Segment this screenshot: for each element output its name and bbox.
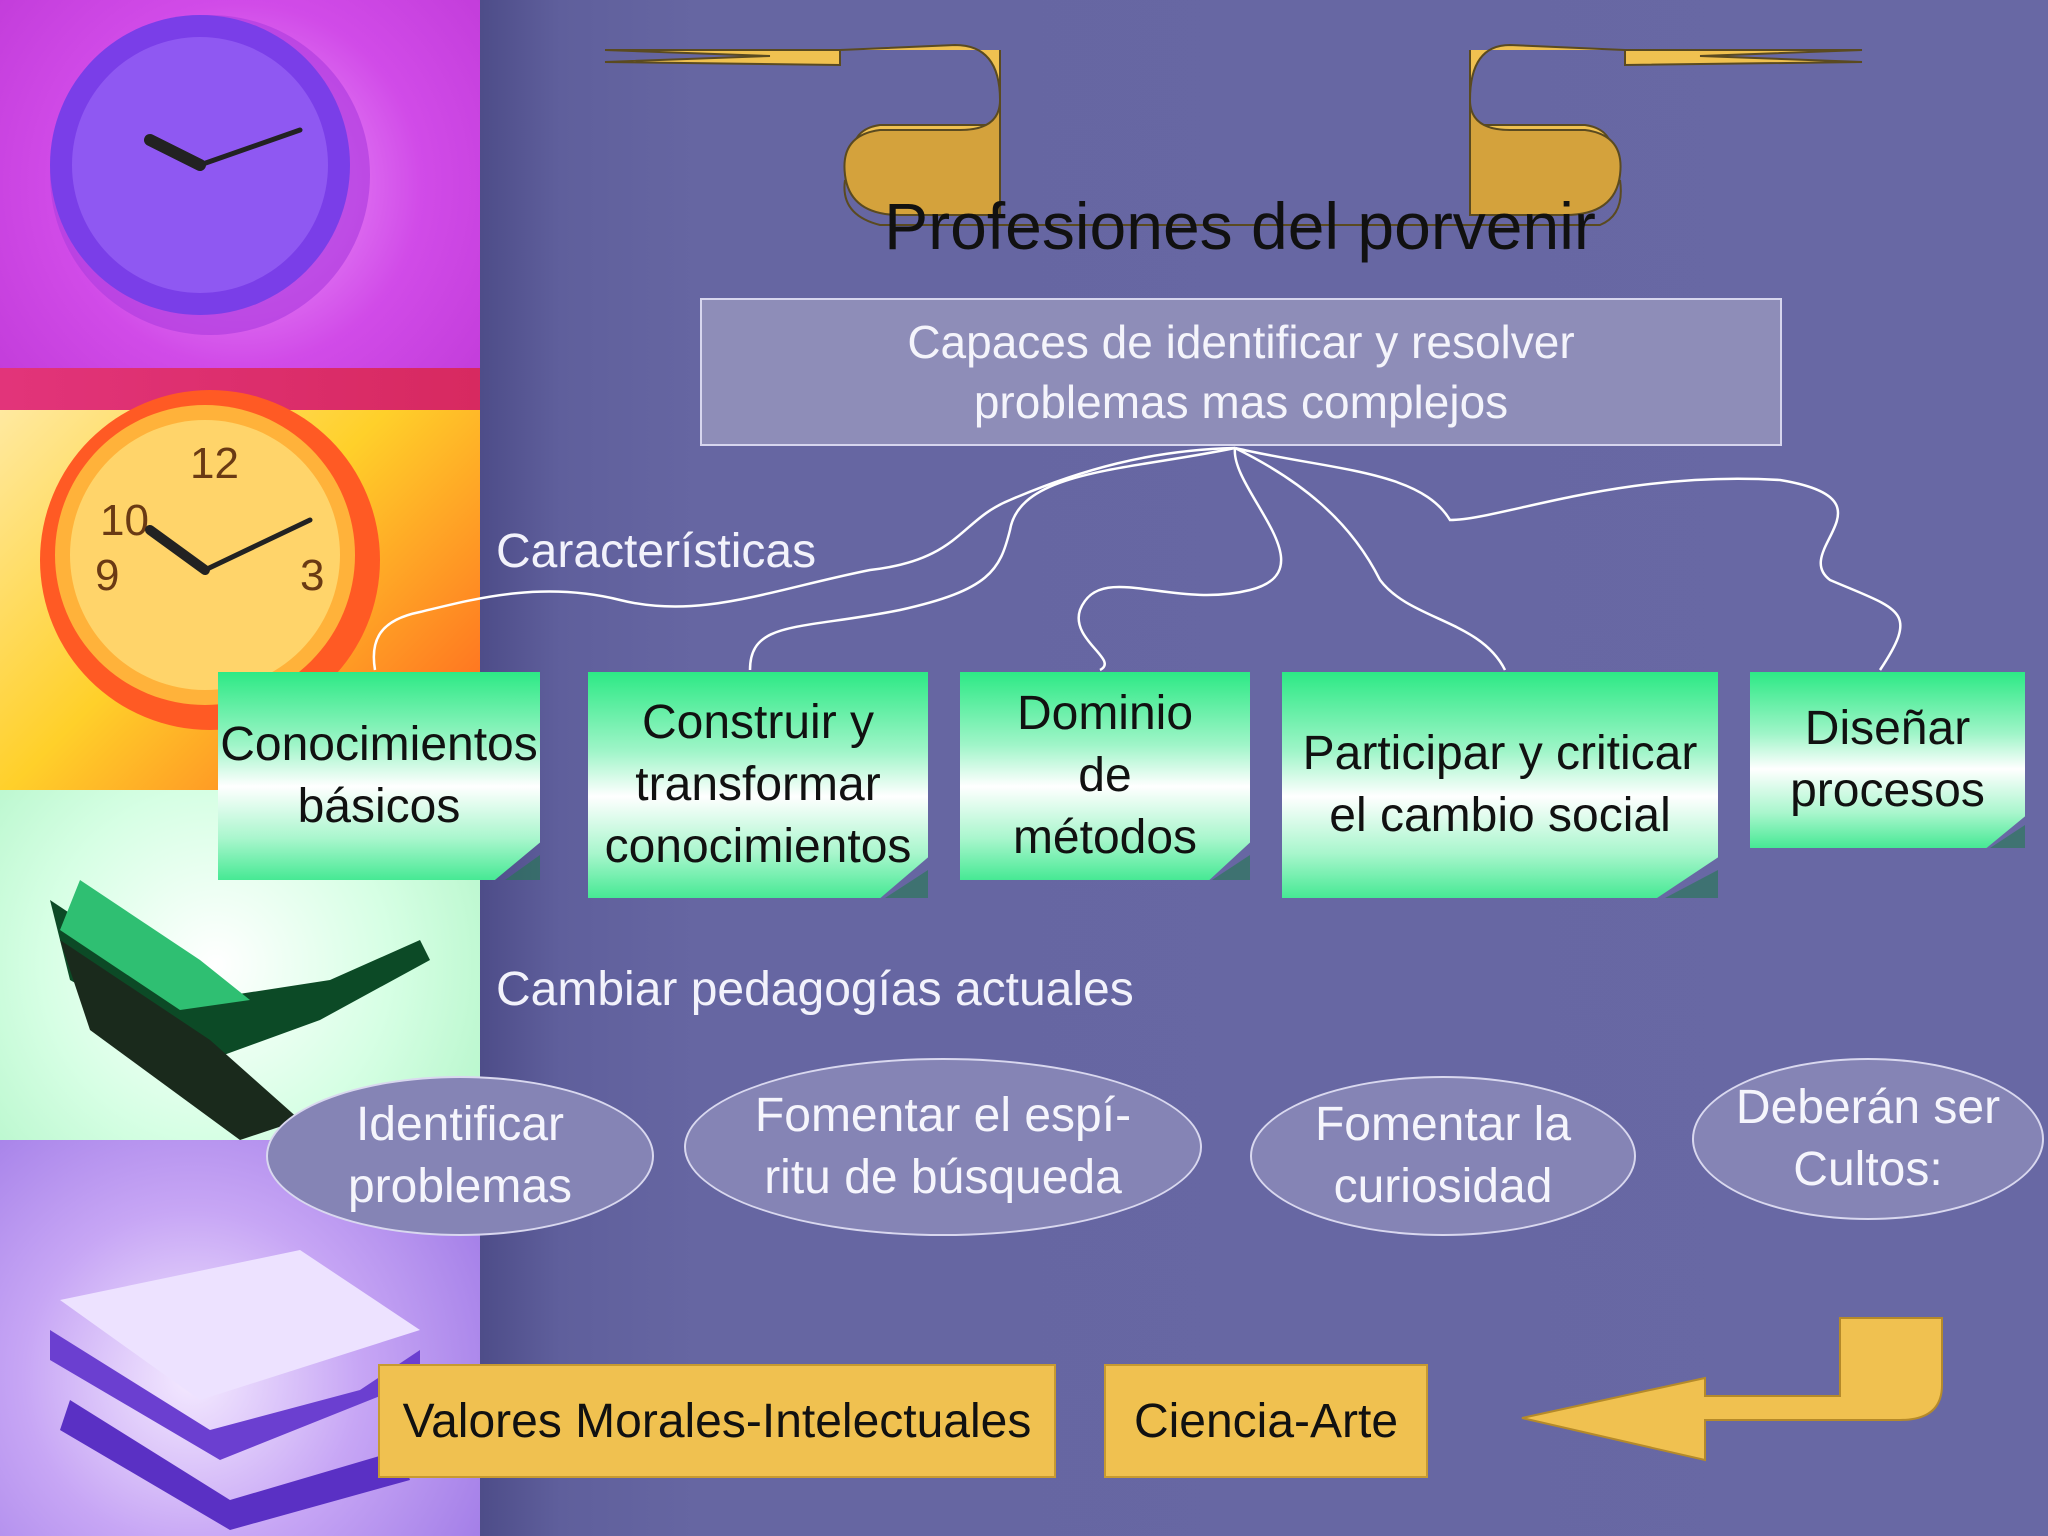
connector-dominio <box>1077 447 1283 672</box>
page-title: Profesiones del porvenir <box>884 189 1596 263</box>
oval-text: Cultos: <box>1793 1143 1943 1196</box>
oval-deberan-ser-cultos: Deberán ser Cultos: <box>1692 1058 2044 1220</box>
label-cambiar-pedagogias: Cambiar pedagogías actuales <box>496 963 1134 1016</box>
note-text: transformar <box>635 758 881 811</box>
photo-illustrations: 12 10 9 3 <box>40 15 430 1530</box>
note-fold-shadows <box>505 825 2025 898</box>
oval-identificar-problemas: Identificar problemas <box>266 1076 654 1236</box>
connector-participar <box>1234 446 1507 671</box>
box-valores-morales: Valores Morales-Intelectuales <box>378 1364 1056 1478</box>
svg-text:3: 3 <box>300 551 324 600</box>
orange-clock-icon: 12 10 9 3 <box>40 390 380 730</box>
svg-text:9: 9 <box>95 551 119 600</box>
note-disenar-procesos: Diseñar procesos <box>1750 672 2025 848</box>
oval-text: Fomentar el espí- <box>754 1089 1132 1142</box>
oval-text: ritu de búsqueda <box>764 1151 1122 1204</box>
main-concept-box: Capaces de identificar y resolver proble… <box>700 298 1782 446</box>
oval-text: Fomentar la <box>1314 1098 1572 1151</box>
note-construir-transformar: Construir y transformar conocimientos <box>588 672 928 898</box>
note-text: de <box>1078 749 1132 802</box>
oval-fomentar-curiosidad: Fomentar la curiosidad <box>1250 1076 1636 1236</box>
green-books-icon <box>50 880 430 1140</box>
note-text: Dominio <box>1016 687 1194 740</box>
note-conocimientos-basicos: Conocimientos básicos <box>218 672 540 880</box>
connector-lines <box>372 446 1902 672</box>
violet-papers-icon <box>50 1250 420 1530</box>
note-text: procesos <box>1790 764 1985 817</box>
note-text: Construir y <box>641 696 875 749</box>
main-concept-line-1: Capaces de identificar y resolver <box>907 316 1575 368</box>
note-text: el cambio social <box>1329 789 1671 842</box>
note-text: Diseñar <box>1804 702 1971 755</box>
svg-text:10: 10 <box>100 496 149 545</box>
svg-text:12: 12 <box>190 439 239 488</box>
curved-arrow-icon <box>1521 1317 1943 1462</box>
box-ciencia-arte: Ciencia-Arte <box>1104 1364 1428 1478</box>
note-text: básicos <box>297 780 461 833</box>
note-text: Conocimientos <box>220 718 538 771</box>
title-banner-scroll <box>604 43 1863 226</box>
connector-disenar <box>1234 446 1902 671</box>
oval-text: curiosidad <box>1333 1160 1553 1213</box>
oval-text: problemas <box>347 1160 573 1213</box>
note-text: Participar y criticar <box>1302 727 1698 780</box>
connector-construir <box>748 446 1236 671</box>
note-dominio-metodos: Dominio de métodos <box>960 672 1250 880</box>
note-text: conocimientos <box>604 820 912 873</box>
oval-text: Deberán ser <box>1735 1081 2001 1134</box>
connector-conocimientos <box>372 446 1236 671</box>
label-caracteristicas: Características <box>496 525 817 578</box>
note-text: métodos <box>1012 811 1198 864</box>
main-concept-line-2: problemas mas complejos <box>973 376 1509 428</box>
note-participar-criticar: Participar y criticar el cambio social <box>1282 672 1718 898</box>
oval-text: Identificar <box>355 1098 565 1151</box>
purple-clock-icon <box>50 15 370 335</box>
oval-fomentar-busqueda: Fomentar el espí- ritu de búsqueda <box>684 1058 1202 1236</box>
